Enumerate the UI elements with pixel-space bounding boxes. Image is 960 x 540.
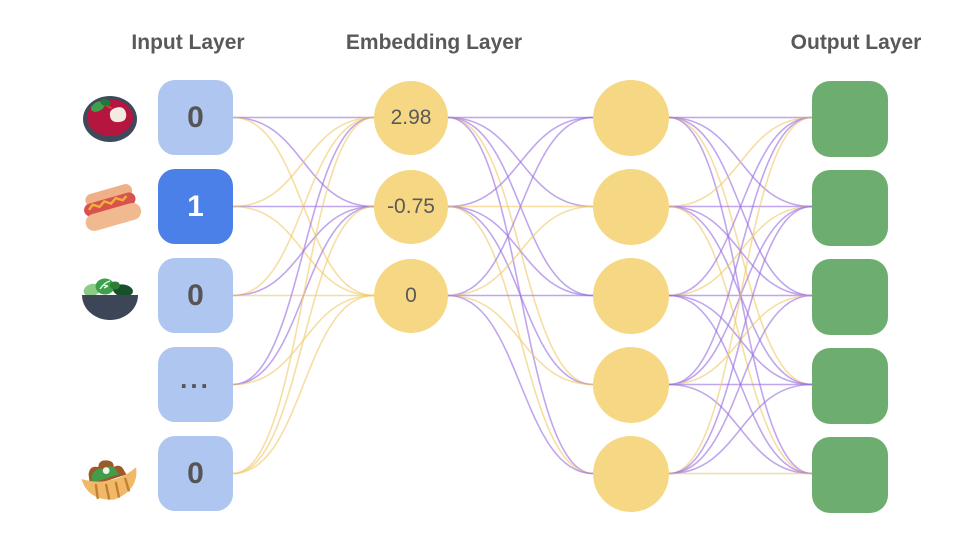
output-layer-header: Output Layer [790,31,922,54]
input-node-ellipsis[interactable]: ... [158,347,233,422]
output-node-3[interactable] [812,259,888,335]
embedding-node-2[interactable]: -0.75 [374,170,448,244]
hidden-node-1[interactable] [593,80,669,156]
hidden-node-5[interactable] [593,436,669,512]
output-node-5[interactable] [812,437,888,513]
hidden-node-2[interactable] [593,169,669,245]
output-node-4[interactable] [812,348,888,424]
embedding-layer-header: Embedding Layer [345,31,523,54]
input-node-borscht[interactable]: 0 [158,80,233,155]
borscht-soup-icon [83,96,137,142]
embedding-node-1[interactable]: 2.98 [374,81,448,155]
input-layer-header: Input Layer [131,31,245,54]
output-node-1[interactable] [812,81,888,157]
input-node-salad[interactable]: 0 [158,258,233,333]
embedding-node-3[interactable]: 0 [374,259,448,333]
hot-dog-icon [84,184,142,231]
salad-bowl-icon [82,278,138,320]
pita-sandwich-icon [81,460,137,500]
input-node-pita[interactable]: 0 [158,436,233,511]
output-node-2[interactable] [812,170,888,246]
input-node-hot-dog-active[interactable]: 1 [158,169,233,244]
hidden-node-3[interactable] [593,258,669,334]
hidden-node-4[interactable] [593,347,669,423]
